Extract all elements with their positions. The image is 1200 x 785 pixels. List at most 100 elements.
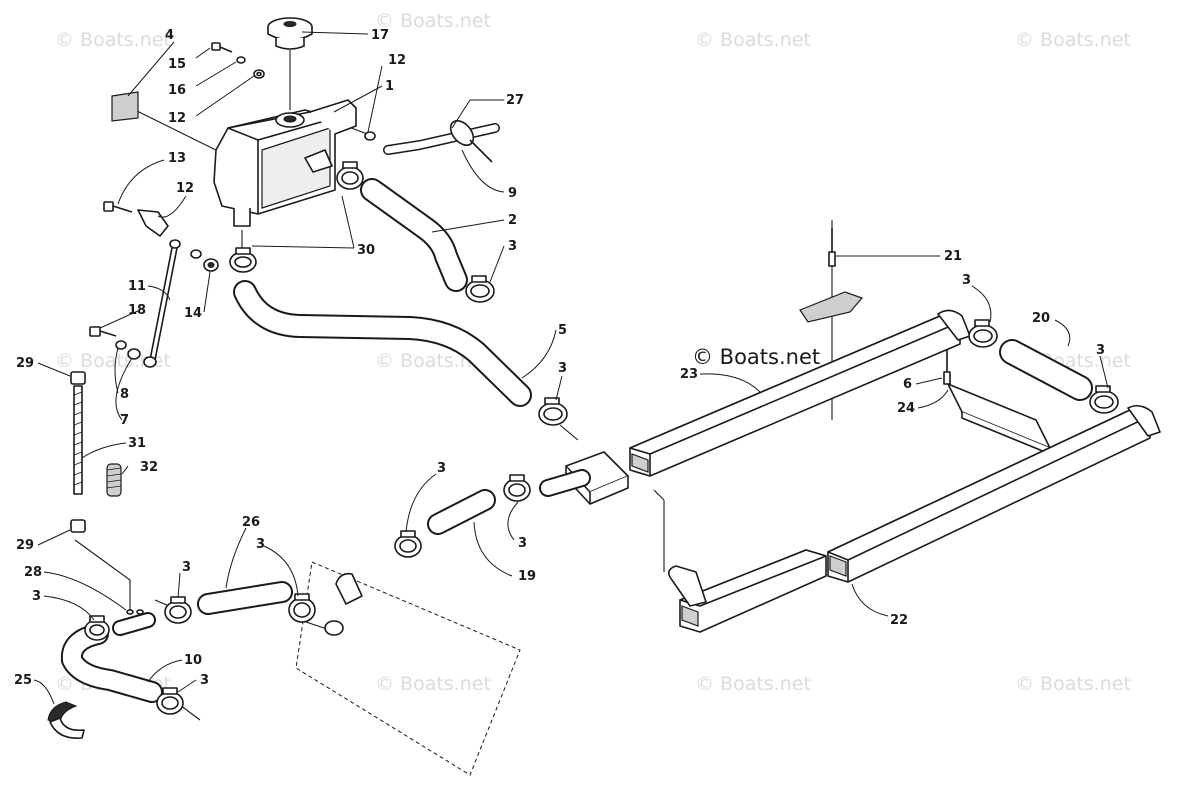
- fitting-28: [112, 609, 156, 636]
- callout-1: 1: [385, 79, 394, 94]
- callout-19: 19: [518, 569, 536, 584]
- callout-27: 27: [506, 93, 524, 108]
- leader-lines: [33, 31, 1109, 705]
- callout-5: 5: [558, 323, 567, 338]
- callout-2: 2: [508, 213, 517, 228]
- hose-10: [60, 623, 163, 703]
- callout-25: 25: [14, 673, 32, 688]
- bracket-24: [947, 383, 1051, 455]
- callout-12: 12: [388, 53, 406, 68]
- hose-2: [360, 178, 468, 292]
- callout-23: 23: [680, 367, 698, 382]
- hose-clamp-3-g: [288, 593, 316, 623]
- watermark: © Boats.net: [375, 673, 491, 695]
- spring-32: [106, 463, 122, 497]
- callout-3: 3: [32, 589, 41, 604]
- washer-7: [127, 348, 141, 360]
- bolt-18: [89, 326, 117, 337]
- callout-3: 3: [437, 461, 446, 476]
- callout-22: 22: [890, 613, 908, 628]
- watermark: © Boats.net: [695, 673, 811, 695]
- cross-exchanger: [668, 549, 827, 633]
- washer-12-right: [364, 131, 376, 141]
- callout-26: 26: [242, 515, 260, 530]
- hose-clamp-3-c: [968, 319, 998, 348]
- callout-28: 28: [24, 565, 42, 580]
- overflow-hose-9: [383, 123, 500, 155]
- hose-5: [233, 280, 532, 407]
- callout-12: 12: [176, 181, 194, 196]
- watermark-center: © Boats.net: [692, 345, 820, 369]
- bolt-13: [103, 201, 133, 213]
- junction-block: [539, 451, 629, 505]
- hose-clamp-3-a: [465, 275, 495, 303]
- radiator-cap: [267, 17, 313, 50]
- watermark: © Boats.net: [55, 29, 171, 51]
- clip-25: [47, 701, 85, 739]
- watermark: © Boats.net: [375, 10, 491, 32]
- callout-21: 21: [944, 249, 962, 264]
- threaded-rod-31: [73, 385, 83, 495]
- heat-exchanger-22: [827, 404, 1161, 583]
- callout-29: 29: [16, 356, 34, 371]
- callout-6: 6: [903, 377, 912, 392]
- bracket-12: [137, 209, 169, 237]
- callout-3: 3: [182, 560, 191, 575]
- washer-12-mid: [169, 239, 202, 259]
- callout-18: 18: [128, 303, 146, 318]
- nut-rod-end: [143, 356, 157, 368]
- nut-29-upper: [70, 371, 86, 385]
- callout-12: 12: [168, 111, 186, 126]
- nut-14: [203, 258, 219, 272]
- callout-30: 30: [357, 243, 375, 258]
- hose-clamp-3-h: [164, 596, 192, 624]
- callout-8: 8: [120, 387, 129, 402]
- callout-3: 3: [558, 361, 567, 376]
- callout-3: 3: [256, 537, 265, 552]
- watermark: © Boats.net: [1015, 673, 1131, 695]
- heat-exchanger-23: [629, 291, 971, 477]
- hose-clamp-3-i: [84, 615, 110, 641]
- decal: [111, 91, 139, 122]
- coolant-tank: [213, 99, 357, 227]
- hose-clamp-3-f: [394, 530, 422, 558]
- callout-16: 16: [168, 83, 186, 98]
- callout-3: 3: [962, 273, 971, 288]
- hose-clamp-3-e: [503, 474, 531, 502]
- callout-3: 3: [200, 673, 209, 688]
- hose-20: [999, 339, 1093, 401]
- hose-clamp-30-upper: [336, 161, 364, 190]
- callout-10: 10: [184, 653, 202, 668]
- nut-29-lower: [70, 519, 86, 533]
- watermark: © Boats.net: [695, 29, 811, 51]
- callout-3: 3: [518, 536, 527, 551]
- hose-clamp-30-lower: [229, 247, 257, 273]
- screw-15: [211, 42, 233, 53]
- callout-15: 15: [168, 57, 186, 72]
- watermark: © Boats.net: [55, 350, 171, 372]
- hose-19: [427, 489, 496, 535]
- callout-31: 31: [128, 436, 146, 451]
- hose-clamp-3-b: [538, 397, 568, 426]
- hose-clamp-3-j: [156, 687, 184, 715]
- callout-9: 9: [508, 186, 517, 201]
- callout-32: 32: [140, 460, 158, 475]
- callout-29: 29: [16, 538, 34, 553]
- callout-3: 3: [508, 239, 517, 254]
- rod-11: [149, 247, 178, 361]
- pin-21: [828, 228, 836, 267]
- callout-24: 24: [897, 401, 915, 416]
- washer-8: [115, 340, 127, 350]
- cable-tie-27: [449, 120, 493, 163]
- callout-4: 4: [165, 28, 174, 43]
- callout-7: 7: [120, 413, 129, 428]
- callout-11: 11: [128, 279, 146, 294]
- callout-20: 20: [1032, 311, 1050, 326]
- heat-shield-panel: [295, 561, 521, 776]
- washer-12-top: [253, 69, 265, 79]
- hose-clamp-3-d: [1089, 385, 1119, 414]
- callout-14: 14: [184, 306, 202, 321]
- watermark: © Boats.net: [1015, 29, 1131, 51]
